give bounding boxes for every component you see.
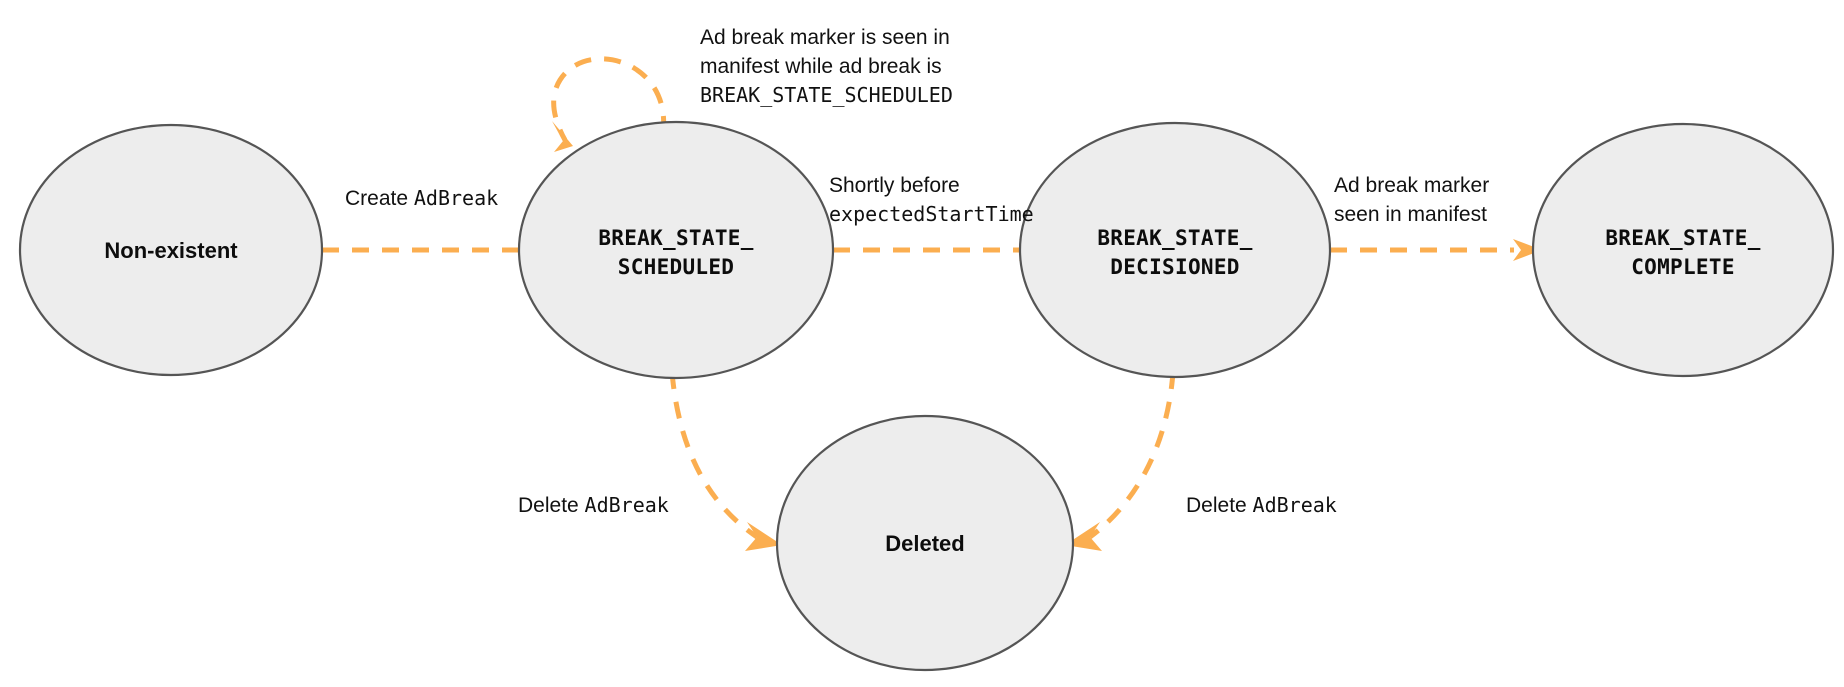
- node-break-state-decisioned-label-line2: DECISIONED: [1110, 255, 1239, 279]
- edge-self-loop-scheduled: [551, 56, 667, 152]
- edge-label-scheduled-to-decisioned: Shortly before expectedStartTime: [829, 174, 1034, 226]
- edge-label-create-adbreak-sans: Create: [345, 187, 414, 210]
- node-non-existent-label: Non-existent: [104, 238, 238, 263]
- edge-label-self-loop-line2: manifest while ad break is: [700, 55, 942, 78]
- node-deleted[interactable]: Deleted: [775, 414, 1075, 672]
- edge-label-create-adbreak-mono: AdBreak: [414, 186, 498, 210]
- edge-label-decisioned-to-deleted-mono: AdBreak: [1253, 493, 1337, 517]
- edge-label-self-loop-line3: BREAK_STATE_SCHEDULED: [700, 83, 953, 107]
- node-break-state-scheduled-shape[interactable]: [517, 120, 835, 380]
- edge-label-scheduled-to-deleted: Delete AdBreak: [518, 493, 669, 517]
- node-break-state-complete-label-line1: BREAK_STATE_: [1605, 226, 1760, 250]
- node-break-state-scheduled[interactable]: BREAK_STATE_ SCHEDULED: [517, 120, 835, 380]
- edge-label-create-adbreak-text: Create AdBreak: [345, 186, 498, 210]
- node-break-state-complete-shape[interactable]: [1531, 122, 1835, 378]
- edge-decisioned-to-deleted-arrowhead: [1065, 522, 1102, 551]
- edge-scheduled-to-decisioned: [833, 239, 1048, 261]
- node-break-state-decisioned-shape[interactable]: [1018, 121, 1332, 379]
- edge-label-create-adbreak: Create AdBreak: [345, 186, 498, 210]
- node-non-existent[interactable]: Non-existent: [18, 123, 324, 377]
- node-break-state-decisioned[interactable]: BREAK_STATE_ DECISIONED: [1018, 121, 1332, 379]
- edge-label-decisioned-to-complete-line2: seen in manifest: [1334, 203, 1487, 226]
- edge-label-scheduled-to-decisioned-line1: Shortly before: [829, 174, 960, 197]
- edge-label-scheduled-to-decisioned-line2: expectedStartTime: [829, 202, 1034, 226]
- edge-label-scheduled-to-deleted-text: Delete AdBreak: [518, 493, 669, 517]
- edge-decisioned-to-complete: [1330, 239, 1542, 261]
- edge-label-decisioned-to-complete: Ad break marker seen in manifest: [1334, 174, 1489, 226]
- edge-label-decisioned-to-deleted-text: Delete AdBreak: [1186, 493, 1337, 517]
- edge-decisioned-to-complete-arrowhead: [1513, 239, 1542, 261]
- edge-decisioned-to-deleted: [1065, 371, 1176, 551]
- edge-label-decisioned-to-deleted: Delete AdBreak: [1186, 493, 1337, 517]
- node-non-existent-shape[interactable]: [18, 123, 324, 377]
- edge-create-adbreak: [322, 239, 548, 261]
- node-break-state-scheduled-label-line2: SCHEDULED: [618, 255, 735, 279]
- edge-label-scheduled-to-deleted-sans: Delete: [518, 494, 585, 517]
- node-break-state-complete[interactable]: BREAK_STATE_ COMPLETE: [1531, 122, 1835, 378]
- node-break-state-complete-label-line2: COMPLETE: [1631, 255, 1735, 279]
- edge-scheduled-to-deleted-path: [669, 371, 759, 540]
- edge-self-loop-scheduled-arrowhead: [552, 121, 573, 152]
- edge-scheduled-to-deleted: [669, 371, 782, 551]
- edge-label-scheduled-to-deleted-mono: AdBreak: [585, 493, 669, 517]
- node-deleted-shape[interactable]: [775, 414, 1075, 672]
- edge-label-self-loop-scheduled: Ad break marker is seen in manifest whil…: [700, 26, 953, 107]
- edge-label-decisioned-to-deleted-sans: Delete: [1186, 494, 1253, 517]
- edge-label-self-loop-line1: Ad break marker is seen in: [700, 26, 950, 49]
- edge-label-decisioned-to-complete-line1: Ad break marker: [1334, 174, 1489, 197]
- edge-decisioned-to-deleted-path: [1088, 371, 1176, 540]
- node-break-state-decisioned-label-line1: BREAK_STATE_: [1097, 226, 1252, 250]
- node-break-state-scheduled-label-line1: BREAK_STATE_: [598, 226, 753, 250]
- edge-scheduled-to-deleted-arrowhead: [745, 522, 782, 551]
- node-deleted-label: Deleted: [885, 531, 964, 556]
- edge-self-loop-scheduled-path: [551, 56, 667, 142]
